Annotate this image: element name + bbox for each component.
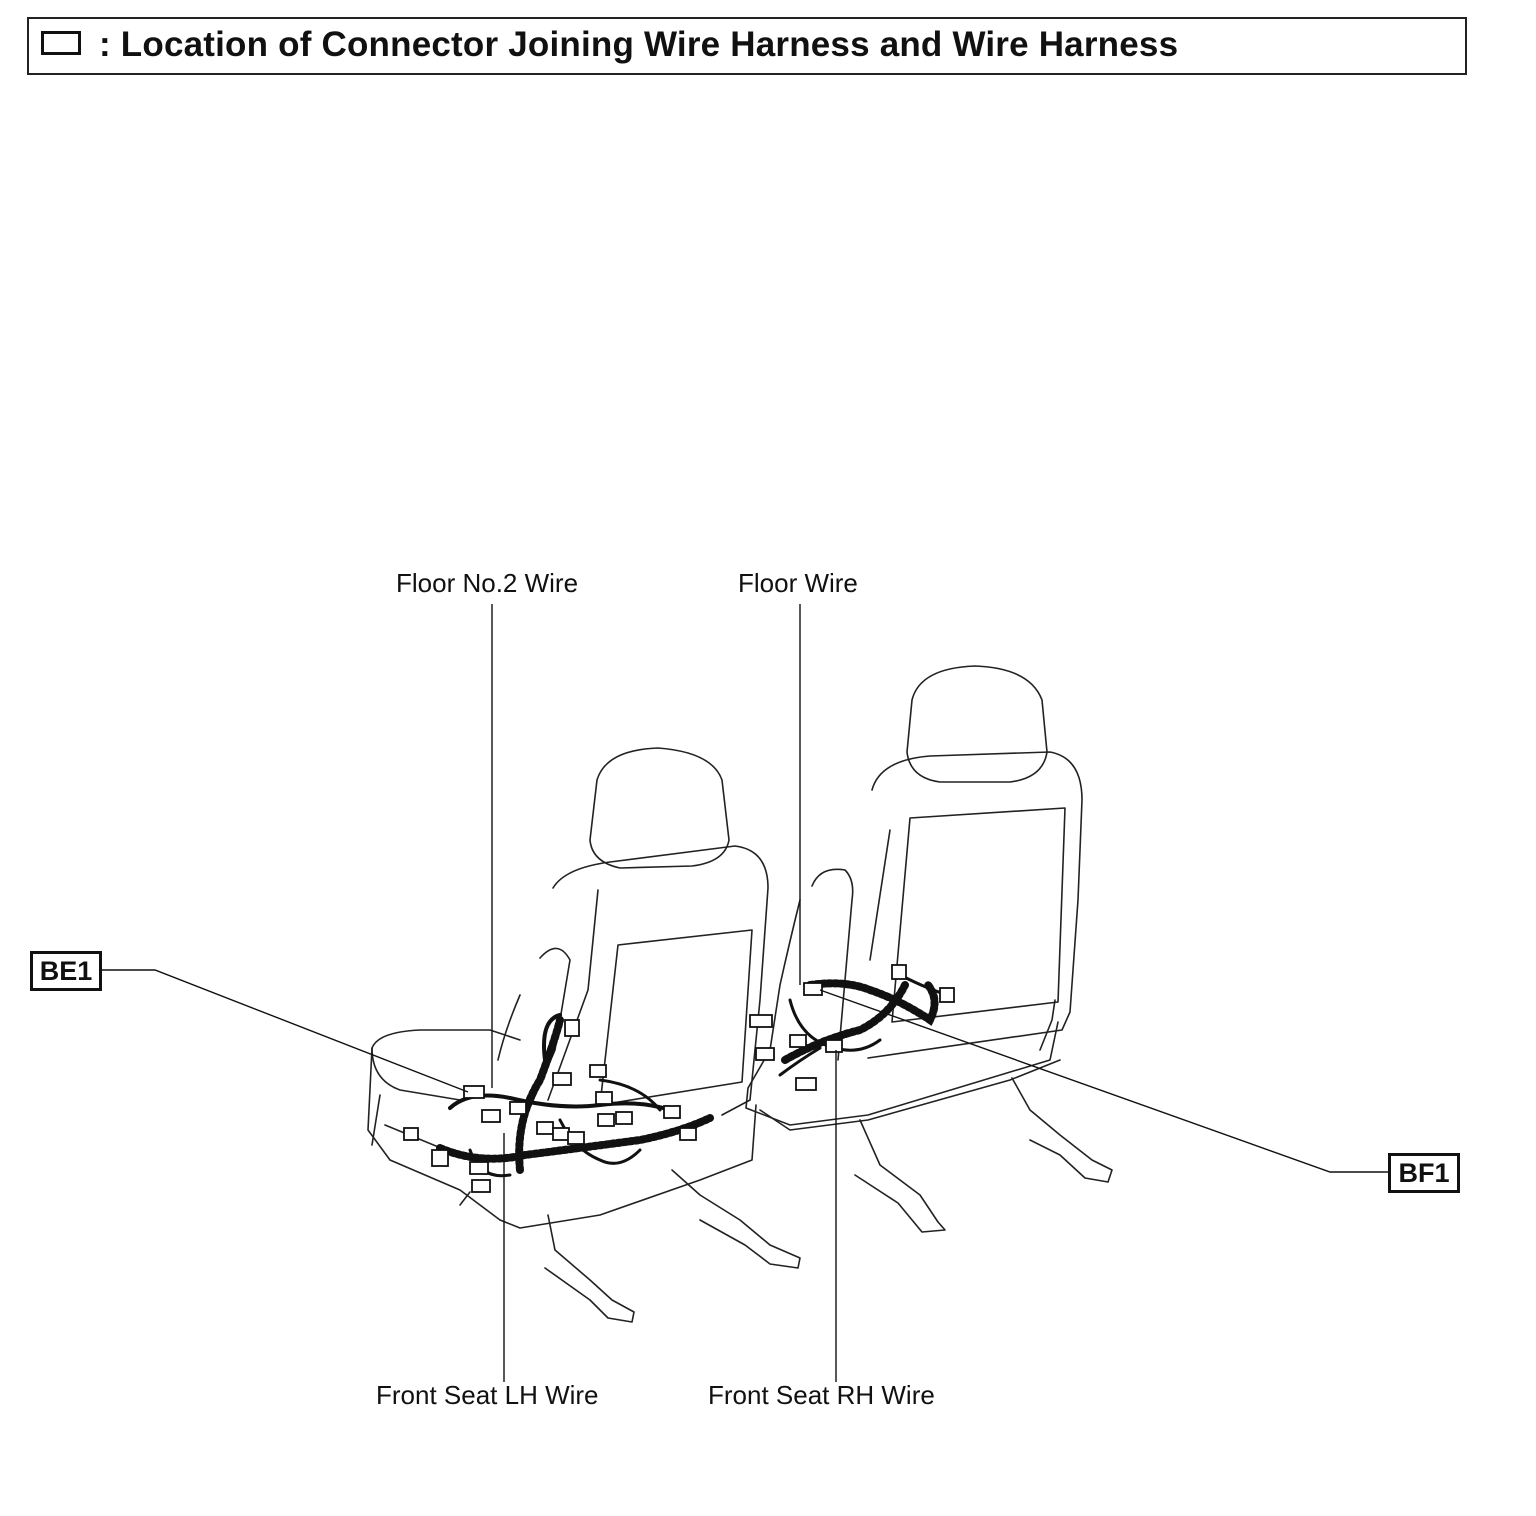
label-floor-no2-wire: Floor No.2 Wire	[396, 568, 579, 598]
empty-square-icon	[41, 31, 81, 55]
connector-blocks	[403, 964, 955, 1193]
connector-code-bf1: BF1	[1388, 1153, 1460, 1193]
label-front-seat-lh-wire: Front Seat LH Wire	[376, 1380, 599, 1410]
page-title: : Location of Connector Joining Wire Har…	[99, 25, 1179, 64]
connector-code-be1: BE1	[30, 951, 102, 991]
rh-seat-outline	[745, 665, 1113, 1233]
label-front-seat-rh-wire: Front Seat RH Wire	[708, 1380, 935, 1410]
leader-lines	[100, 604, 1390, 1382]
lh-seat-outline	[367, 747, 801, 1323]
label-floor-wire: Floor Wire	[738, 568, 858, 598]
title-bar: : Location of Connector Joining Wire Har…	[27, 17, 1467, 75]
